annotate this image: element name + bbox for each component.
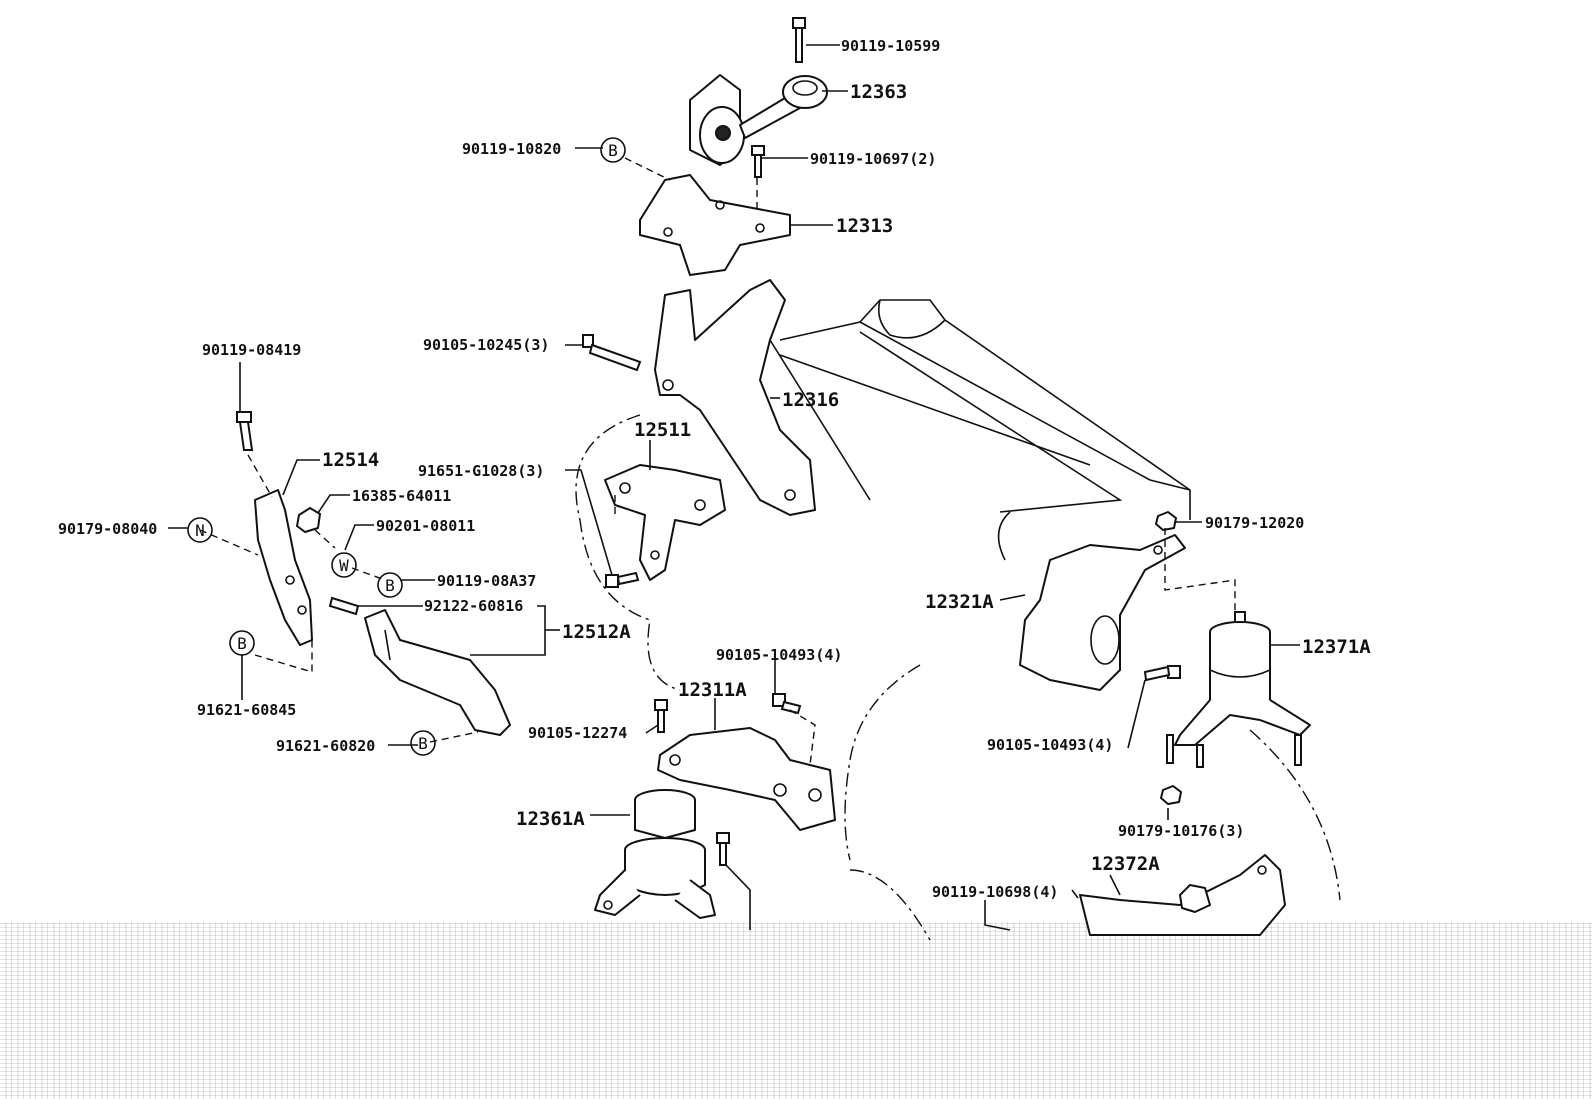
tag-B-bottom: B <box>410 730 436 756</box>
nut-16385-64011 <box>296 507 321 533</box>
tag-W-label: W <box>339 556 349 575</box>
nut-90179-10176 <box>1160 785 1182 805</box>
assembly-dashed-lines <box>199 157 1236 766</box>
label-12511: 12511 <box>634 419 691 441</box>
bracket-12321A <box>1019 534 1186 691</box>
bracket-12514 <box>254 489 313 646</box>
label-12372A: 12372A <box>1091 853 1160 875</box>
bolt-90105-10493-left <box>772 693 802 715</box>
tag-B-mid: B <box>377 572 403 598</box>
bolt-91651-G1028 <box>605 571 640 588</box>
label-90119-10698: 90119-10698(4) <box>932 883 1058 901</box>
label-12371A: 12371A <box>1302 636 1371 658</box>
bolt-90119-10599 <box>792 17 806 63</box>
bolt-90119-08419 <box>236 411 254 451</box>
label-90179-10176: 90179-10176(3) <box>1118 822 1244 840</box>
stud-92122-60816 <box>328 596 360 616</box>
tag-B-mid-label: B <box>385 576 395 595</box>
label-90119-08419: 90119-08419 <box>202 341 301 359</box>
bolt-90105-10493-right <box>1143 665 1181 682</box>
mount-12371A <box>1166 611 1311 768</box>
label-90105-10245: 90105-10245(3) <box>423 336 549 354</box>
bracket-12316 <box>654 279 816 516</box>
bolt-90105-12274 <box>654 699 668 733</box>
label-90119-08A37: 90119-08A37 <box>437 572 536 590</box>
label-92122-60816: 92122-60816 <box>424 597 523 615</box>
tag-B-top-label: B <box>608 141 618 160</box>
tag-B-left-label: B <box>237 634 247 653</box>
bracket-12313 <box>639 174 791 276</box>
label-12363: 12363 <box>850 81 907 103</box>
tag-B-left: B <box>229 630 255 656</box>
label-12311A: 12311A <box>678 679 747 701</box>
label-90119-10599: 90119-10599 <box>841 37 940 55</box>
nut-90179-12020 <box>1155 511 1177 531</box>
mount-12372A <box>1079 854 1286 936</box>
part-labels: 90119-10599 12363 90119-10820 90119-1069… <box>58 37 1371 901</box>
tag-N: N <box>187 517 213 543</box>
label-91621-60845: 91621-60845 <box>197 701 296 719</box>
mount-12363 <box>689 74 828 166</box>
label-91621-60820: 91621-60820 <box>276 737 375 755</box>
label-90119-10820: 90119-10820 <box>462 140 561 158</box>
label-12361A: 12361A <box>516 808 585 830</box>
mount-12361A <box>594 789 716 919</box>
tag-B-top: B <box>600 137 626 163</box>
label-12316: 12316 <box>782 389 839 411</box>
label-90105-12274: 90105-12274 <box>528 724 627 742</box>
bracket-12512A <box>364 609 511 736</box>
label-90119-10697: 90119-10697(2) <box>810 150 936 168</box>
label-16385-64011: 16385-64011 <box>352 487 451 505</box>
engine-block-outline <box>575 299 1341 941</box>
tag-W: W <box>331 552 357 578</box>
bolt-90105-10245 <box>582 334 642 372</box>
label-90105-10493-left: 90105-10493(4) <box>716 646 842 664</box>
bracket-12511 <box>604 464 726 581</box>
label-12512A: 12512A <box>562 621 631 643</box>
leader-lines <box>168 44 1300 931</box>
bolt-right-of-12361A <box>716 832 730 866</box>
label-12321A: 12321A <box>925 591 994 613</box>
label-12313: 12313 <box>836 215 893 237</box>
bracket-12311A <box>657 727 836 831</box>
tag-N-label: N <box>195 521 205 540</box>
label-90179-08040: 90179-08040 <box>58 520 157 538</box>
tag-B-bottom-label: B <box>418 734 428 753</box>
label-12514: 12514 <box>322 449 379 471</box>
label-90105-10493-right: 90105-10493(4) <box>987 736 1113 754</box>
label-90201-08011: 90201-08011 <box>376 517 475 535</box>
bolt-90119-10697 <box>751 145 765 178</box>
label-91651-G1028: 91651-G1028(3) <box>418 462 544 480</box>
label-90179-12020: 90179-12020 <box>1205 514 1304 532</box>
scan-noise-band <box>0 922 1592 1099</box>
